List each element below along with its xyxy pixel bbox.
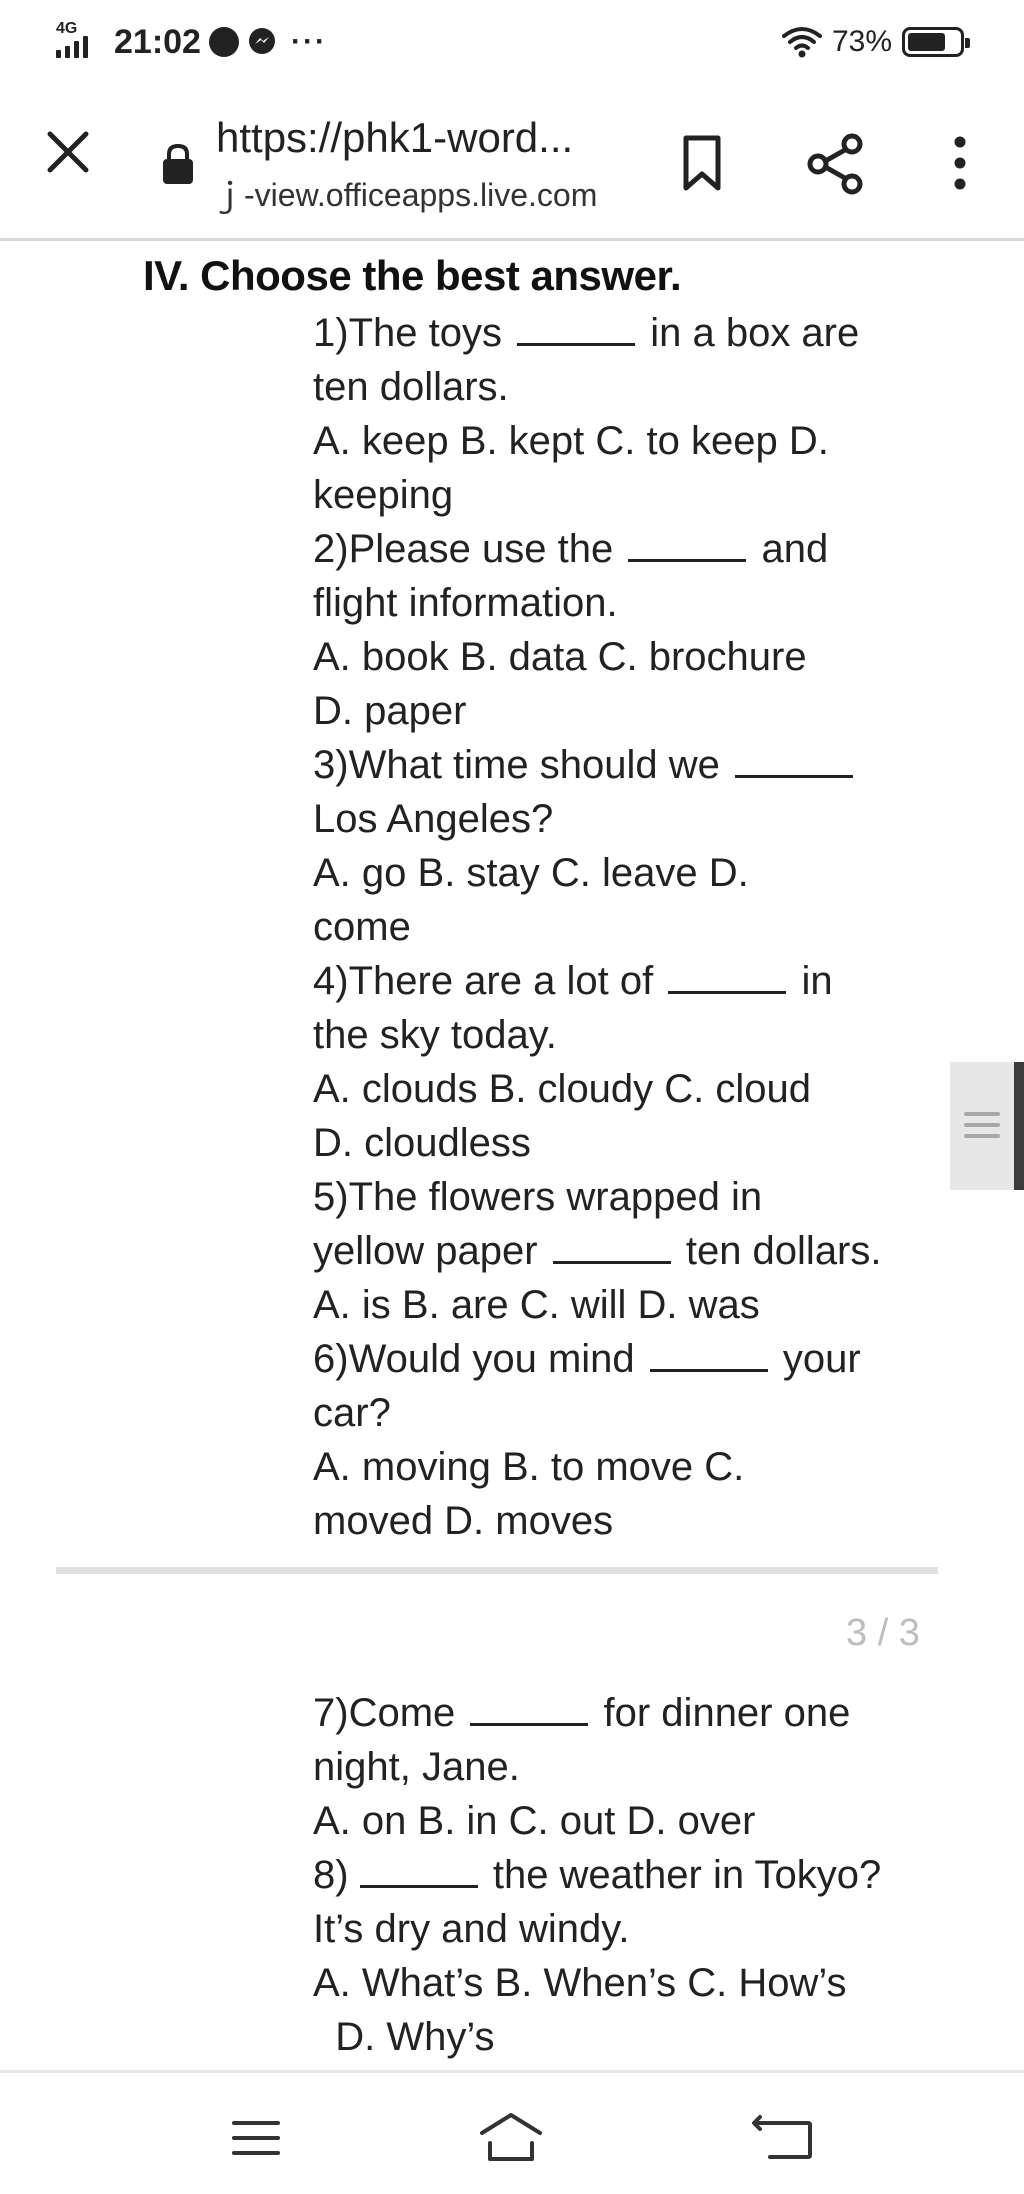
question-text: your	[782, 1337, 861, 1381]
share-icon	[807, 133, 863, 195]
notification-icon	[208, 27, 239, 57]
question-text: night, Jane.	[313, 1745, 520, 1789]
battery-icon	[902, 27, 970, 57]
battery-percent: 73%	[831, 25, 892, 58]
question-2: 2)Please use the and	[313, 522, 953, 576]
question-text: yellow paper ten dollars.	[313, 1224, 953, 1278]
question-4: 4)There are a lot of in	[313, 954, 953, 1008]
system-nav-bar	[0, 2073, 1024, 2194]
answer-blank	[470, 1693, 589, 1726]
question-text: 8)	[313, 1853, 349, 1897]
section-title: IV. Choose the best answer.	[143, 252, 682, 299]
question-8: 8) the weather in Tokyo?	[313, 1848, 953, 1902]
answer-options: A. on B. in C. out D. over	[313, 1799, 756, 1843]
more-options-button[interactable]	[940, 130, 980, 196]
answer-blank	[359, 1855, 478, 1888]
answer-blank	[668, 961, 787, 994]
question-text: ten dollars.	[313, 365, 509, 409]
question-text: the sky today.	[313, 1013, 557, 1057]
bookmark-button[interactable]	[672, 130, 732, 196]
question-text: 3)What time should we	[313, 743, 720, 787]
answer-blank	[734, 745, 853, 778]
home-icon	[480, 2113, 542, 2161]
question-text: ten dollars.	[685, 1229, 882, 1273]
share-button[interactable]	[800, 128, 872, 200]
url-domain[interactable]: ｊ-view.officeapps.live.com	[212, 177, 598, 213]
answer-options: D. paper	[313, 689, 467, 733]
messenger-icon	[248, 28, 275, 54]
answer-blank	[517, 313, 636, 346]
question-1: 1)The toys in a box are	[313, 306, 953, 360]
status-bar: 4G 21:02 ··· 73%	[0, 0, 1024, 84]
question-list: 1)The toys in a box are ten dollars. A. …	[313, 306, 953, 1548]
question-text: 7)Come	[313, 1691, 456, 1735]
grip-icon	[964, 1112, 1000, 1145]
question-text: 2)Please use the	[313, 527, 614, 571]
question-text: car?	[313, 1391, 391, 1435]
answer-options: A. clouds B. cloudy C. cloud	[313, 1067, 812, 1111]
close-button[interactable]	[38, 122, 98, 182]
answer-options: keeping	[313, 473, 454, 517]
more-vert-icon	[954, 136, 966, 190]
back-icon	[752, 2115, 812, 2159]
answer-options: D. Why’s	[313, 2015, 495, 2059]
question-5: 5)The flowers wrapped in	[313, 1175, 763, 1219]
page-separator	[56, 1567, 938, 1574]
browser-toolbar: https://phk1-word... ｊ-view.officeapps.l…	[0, 84, 1024, 238]
question-6: 6)Would you mind your	[313, 1332, 953, 1386]
question-text: and	[761, 527, 829, 571]
answer-options: moved D. moves	[313, 1499, 614, 1543]
answer-options: A. is B. are C. will D. was	[313, 1283, 760, 1327]
question-text: 6)Would you mind	[313, 1337, 635, 1381]
question-text: It’s dry and windy.	[313, 1907, 630, 1951]
close-icon	[47, 131, 89, 173]
recent-apps-button[interactable]	[232, 2117, 280, 2159]
lock-icon	[163, 143, 193, 184]
question-text: 4)There are a lot of	[313, 959, 654, 1003]
scroll-handle[interactable]	[950, 1062, 1024, 1190]
question-3: 3)What time should we	[313, 738, 953, 792]
page-indicator: 3 / 3	[846, 1612, 920, 1654]
menu-icon	[232, 2121, 280, 2155]
nav-divider	[0, 2070, 1024, 2073]
answer-options: A. book B. data C. brochure	[313, 635, 807, 679]
more-notifications: ···	[290, 25, 327, 58]
answer-blank	[649, 1339, 768, 1372]
network-type: 4G	[56, 20, 78, 37]
bookmark-icon	[683, 135, 721, 191]
answer-options: D. cloudless	[313, 1121, 531, 1165]
answer-blank	[628, 529, 747, 562]
home-button[interactable]	[476, 2109, 546, 2167]
question-text: for dinner one	[603, 1691, 851, 1735]
question-text: the weather in Tokyo?	[492, 1853, 882, 1897]
question-text: flight information.	[313, 581, 618, 625]
back-button[interactable]	[752, 2113, 814, 2165]
question-text: Los Angeles?	[313, 797, 554, 841]
answer-options: come	[313, 905, 411, 949]
question-text: in a box are	[650, 311, 860, 355]
answer-options: A. What’s B. When’s C. How’s	[313, 1961, 847, 2005]
status-left: 4G 21:02 ···	[56, 18, 327, 66]
answer-blank	[552, 1231, 671, 1264]
wifi-icon	[781, 27, 822, 58]
clock-time: 21:02	[114, 22, 201, 61]
question-text: 1)The toys	[313, 311, 502, 355]
status-right: 73%	[781, 18, 970, 66]
question-7: 7)Come for dinner one	[313, 1686, 953, 1740]
signal-icon: 4G	[56, 20, 104, 62]
answer-options: A. keep B. kept C. to keep D.	[313, 419, 829, 463]
answer-options: A. moving B. to move C.	[313, 1445, 745, 1489]
url-title[interactable]: https://phk1-word...	[216, 114, 574, 161]
question-text: in	[801, 959, 833, 1003]
toolbar-divider	[0, 238, 1024, 241]
question-text: yellow paper	[313, 1229, 538, 1273]
answer-options: A. go B. stay C. leave D.	[313, 851, 749, 895]
question-list: 7)Come for dinner one night, Jane. A. on…	[313, 1686, 953, 2064]
